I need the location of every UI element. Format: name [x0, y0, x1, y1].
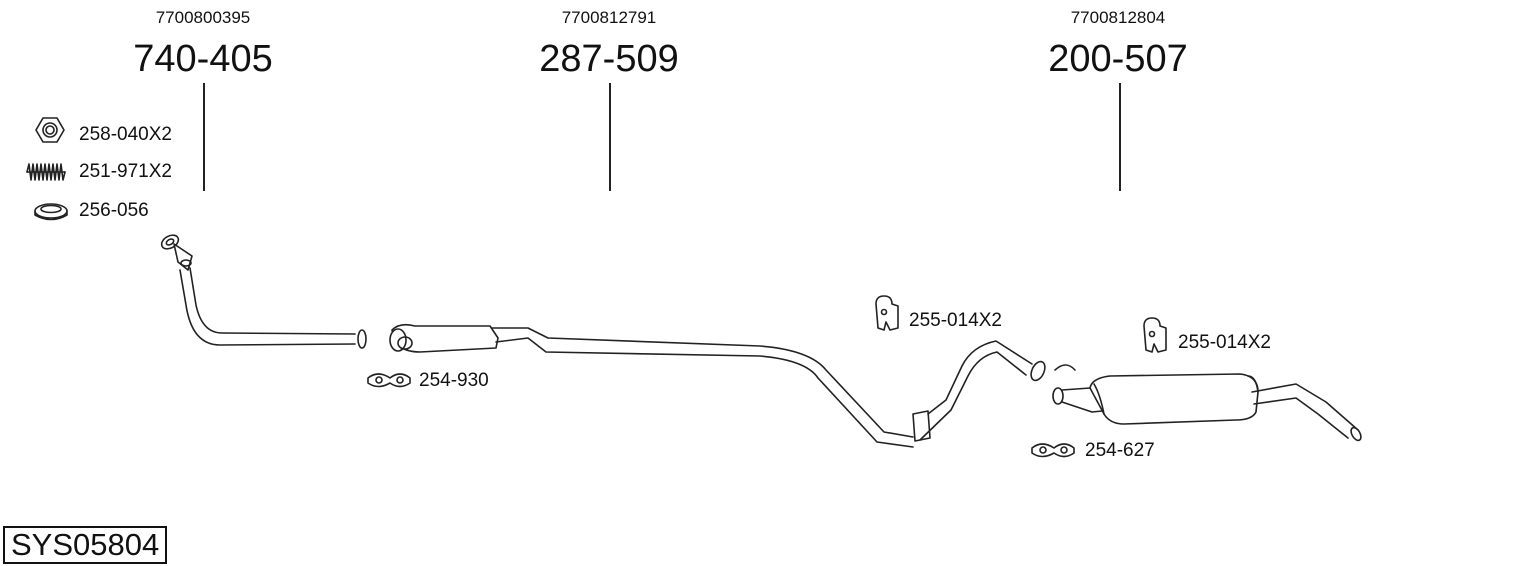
label-clamp-front[interactable]: 254-930: [419, 370, 489, 391]
gasket-icon: [34, 203, 68, 221]
label-nut[interactable]: 258-040X2: [79, 124, 172, 145]
hanger-middle-icon: [875, 295, 899, 331]
leader-line-middle-section: [609, 83, 611, 191]
middle-section-drawing: [389, 323, 1046, 448]
oe-number-middle-section: 7700812791: [561, 8, 657, 27]
label-spring[interactable]: 251-971X2: [79, 161, 172, 182]
clamp-front-icon: [367, 373, 411, 388]
label-clamp-rear[interactable]: 254-627: [1085, 440, 1155, 461]
rear-silencer-drawing: [1052, 364, 1362, 442]
part-number-rear-silencer[interactable]: 200-507: [1048, 38, 1188, 80]
oe-number-rear-silencer: 7700812804: [1070, 8, 1166, 27]
part-number-middle-section[interactable]: 287-509: [539, 38, 679, 80]
clamp-rear-icon: [1031, 443, 1075, 458]
spring-icon: [26, 163, 66, 181]
label-hanger-rear[interactable]: 255-014X2: [1178, 332, 1271, 353]
system-code-box: SYS05804: [3, 526, 168, 564]
label-hanger-middle[interactable]: 255-014X2: [909, 310, 1002, 331]
part-number-front-pipe[interactable]: 740-405: [133, 38, 273, 80]
hanger-rear-icon: [1143, 317, 1167, 353]
nut-icon: [35, 117, 65, 143]
label-gasket[interactable]: 256-056: [79, 200, 149, 221]
oe-number-front-pipe: 7700800395: [155, 8, 251, 27]
leader-line-rear-silencer: [1119, 83, 1121, 191]
leader-line-front-pipe: [203, 83, 205, 191]
front-pipe-drawing: [160, 234, 367, 349]
